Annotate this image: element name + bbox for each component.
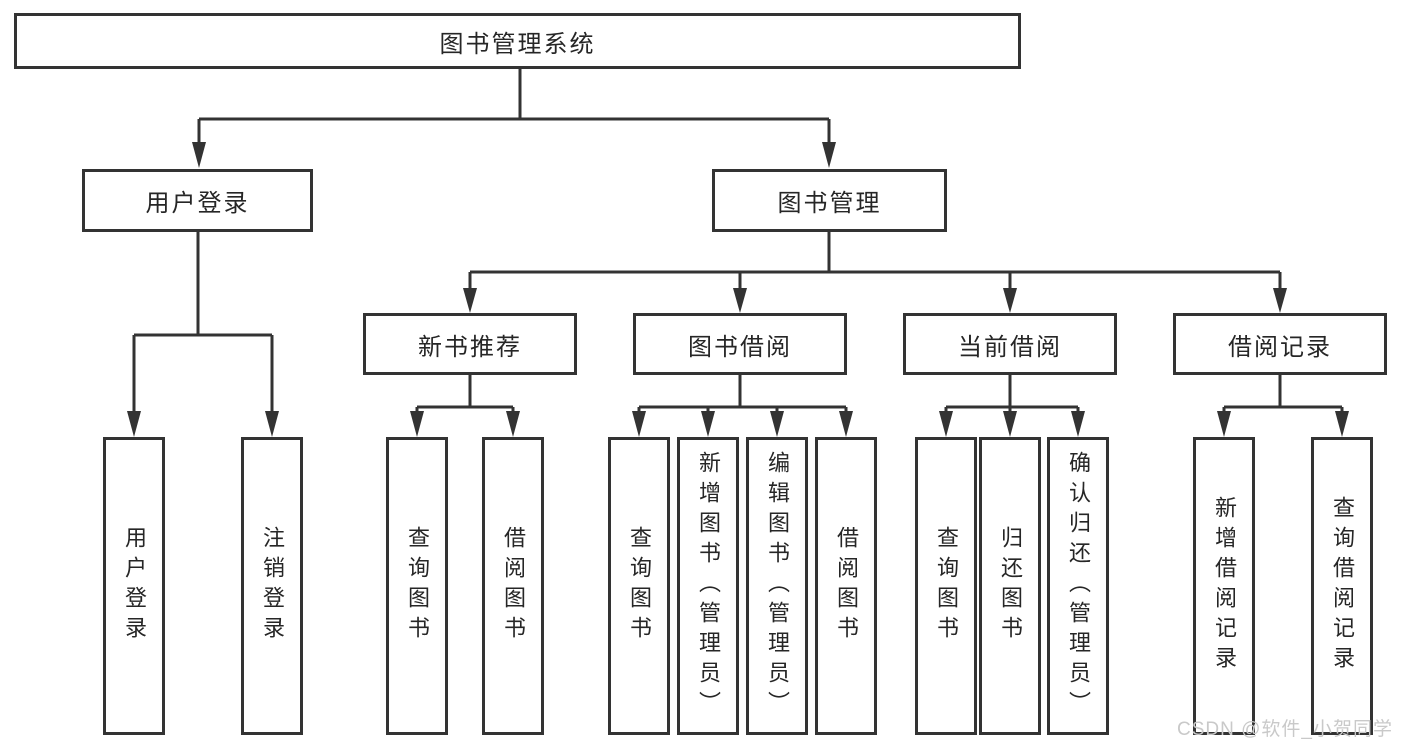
node-book-management: 图书管理	[712, 169, 947, 232]
node-root: 图书管理系统	[14, 13, 1021, 69]
arrowhead-br-query	[1335, 411, 1349, 437]
node-current-borrow: 当前借阅	[903, 313, 1117, 375]
arrowhead-cb-confirm	[1071, 411, 1085, 437]
arrowhead-leaf-logout	[265, 411, 279, 437]
leaf-nb-query-books: 查询图书	[386, 437, 448, 735]
arrowhead-bb-query	[632, 411, 646, 437]
leaf-nb-borrow-books: 借阅图书	[482, 437, 544, 735]
leaf-cb-confirm-return-admin: 确认归还（管理员）	[1047, 437, 1109, 735]
arrowhead-br-add	[1217, 411, 1231, 437]
leaf-bb-query-books: 查询图书	[608, 437, 670, 735]
arrowhead-bb-borrow	[839, 411, 853, 437]
leaf-logout: 注销登录	[241, 437, 303, 735]
leaf-user-login: 用户登录	[103, 437, 165, 735]
arrowhead-bb-edit	[770, 411, 784, 437]
leaf-br-add-record: 新增借阅记录	[1193, 437, 1255, 735]
arrowhead-leaf-user-login	[127, 411, 141, 437]
arrowhead-nb-borrow	[506, 411, 520, 437]
arrowhead-current-borrow	[1003, 288, 1017, 313]
node-new-book-recommend: 新书推荐	[363, 313, 577, 375]
leaf-br-query-record: 查询借阅记录	[1311, 437, 1373, 735]
leaf-cb-return-books: 归还图书	[979, 437, 1041, 735]
arrowhead-bb-add	[701, 411, 715, 437]
arrowhead-book-borrow	[733, 288, 747, 313]
arrowhead-user-login	[192, 142, 206, 168]
leaf-bb-borrow-books: 借阅图书	[815, 437, 877, 735]
arrowhead-cb-query	[939, 411, 953, 437]
arrowhead-book-management	[822, 142, 836, 168]
watermark-csdn: CSDN @软件_小贺同学	[1177, 719, 1393, 740]
arrowhead-new-book-recommend	[463, 288, 477, 313]
arrowhead-nb-query	[410, 411, 424, 437]
node-user-login: 用户登录	[82, 169, 313, 232]
arrowhead-borrow-records	[1273, 288, 1287, 313]
node-borrow-records: 借阅记录	[1173, 313, 1387, 375]
leaf-bb-add-books-admin: 新增图书（管理员）	[677, 437, 739, 735]
leaf-cb-query-books: 查询图书	[915, 437, 977, 735]
arrowhead-cb-return	[1003, 411, 1017, 437]
node-book-borrow: 图书借阅	[633, 313, 847, 375]
leaf-bb-edit-books-admin: 编辑图书（管理员）	[746, 437, 808, 735]
